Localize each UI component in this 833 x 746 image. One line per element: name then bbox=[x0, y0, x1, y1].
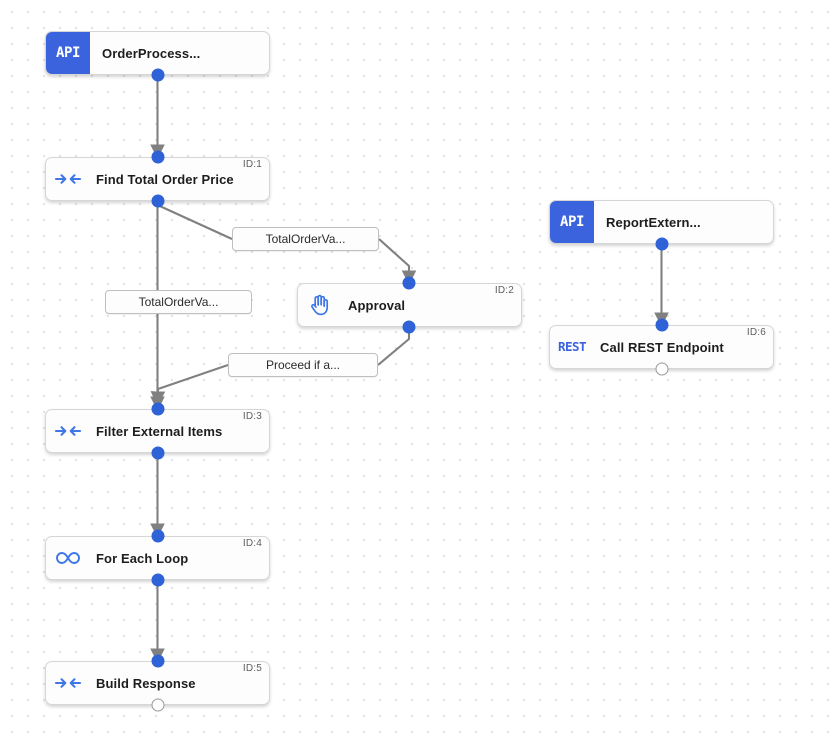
api-badge-icon: API bbox=[46, 32, 90, 74]
merge-arrows-icon bbox=[46, 158, 90, 200]
node-id-label: ID:6 bbox=[746, 327, 766, 338]
node-id-label: ID:5 bbox=[242, 663, 262, 674]
port-out-find-total-order-price[interactable] bbox=[151, 194, 164, 208]
edge-find-total-to-approval bbox=[156, 201, 233, 240]
merge-arrows-glyph bbox=[55, 423, 81, 439]
port-out-for-each-loop[interactable] bbox=[151, 573, 164, 587]
raised-hand-icon bbox=[298, 284, 342, 326]
edge-label-total-order-value-1[interactable]: TotalOrderVa... bbox=[232, 227, 379, 251]
node-title: Build Response bbox=[96, 675, 196, 691]
node-id-label: ID:1 bbox=[242, 159, 262, 170]
port-in-approval[interactable] bbox=[402, 276, 416, 290]
api-badge-text: API bbox=[55, 45, 81, 61]
port-out-filter-external-items[interactable] bbox=[151, 446, 164, 460]
node-id-label: ID:2 bbox=[494, 285, 514, 296]
edge-label-text: Proceed if a... bbox=[265, 358, 341, 372]
edge-label-total-order-value-2[interactable]: TotalOrderVa... bbox=[105, 290, 252, 314]
node-id-label: ID:4 bbox=[242, 538, 262, 549]
node-order-process[interactable]: API OrderProcess... bbox=[45, 31, 270, 75]
infinity-icon bbox=[46, 537, 90, 579]
edge-approval-to-filter bbox=[377, 327, 411, 366]
edge-label-text: TotalOrderVa... bbox=[265, 232, 346, 246]
node-find-total-order-price[interactable]: Find Total Order Price ID:1 bbox=[45, 157, 270, 201]
edge-approval-to-filter-tail bbox=[150, 364, 229, 407]
node-approval[interactable]: Approval ID:2 bbox=[297, 283, 522, 327]
port-out-build-response[interactable] bbox=[151, 698, 164, 712]
merge-arrows-glyph bbox=[55, 171, 81, 187]
edge-label-proceed-if[interactable]: Proceed if a... bbox=[228, 353, 378, 377]
edge-label-text: TotalOrderVa... bbox=[138, 295, 219, 309]
merge-arrows-icon bbox=[46, 410, 90, 452]
node-id-label: ID:3 bbox=[242, 411, 262, 422]
port-in-for-each-loop[interactable] bbox=[151, 529, 164, 543]
node-title: ReportExtern... bbox=[606, 214, 701, 230]
port-out-call-rest-endpoint[interactable] bbox=[655, 362, 668, 376]
node-build-response[interactable]: Build Response ID:5 bbox=[45, 661, 270, 705]
api-badge-icon: API bbox=[550, 201, 594, 243]
node-title: Call REST Endpoint bbox=[600, 339, 724, 355]
raised-hand-glyph bbox=[310, 294, 330, 316]
node-filter-external-items[interactable]: Filter External Items ID:3 bbox=[45, 409, 270, 453]
port-in-find-total-order-price[interactable] bbox=[151, 150, 164, 164]
port-in-call-rest-endpoint[interactable] bbox=[655, 318, 668, 332]
port-out-order-process[interactable] bbox=[151, 68, 164, 82]
rest-badge-text: REST bbox=[557, 338, 587, 354]
node-title: Approval bbox=[348, 297, 406, 313]
merge-arrows-icon bbox=[46, 662, 90, 704]
node-title: Filter External Items bbox=[96, 423, 223, 439]
port-in-filter-external-items[interactable] bbox=[151, 402, 164, 416]
rest-badge-icon: REST bbox=[550, 326, 594, 368]
api-badge-text: API bbox=[559, 214, 585, 230]
node-title: Find Total Order Price bbox=[96, 171, 234, 187]
port-in-build-response[interactable] bbox=[151, 654, 164, 668]
port-out-report-external[interactable] bbox=[655, 237, 668, 251]
merge-arrows-glyph bbox=[55, 675, 81, 691]
node-title: OrderProcess... bbox=[102, 45, 201, 61]
node-title: For Each Loop bbox=[96, 550, 189, 566]
port-out-approval[interactable] bbox=[402, 320, 416, 334]
infinity-glyph bbox=[55, 550, 81, 566]
edge-find-total-to-approval-tail bbox=[378, 238, 417, 286]
node-call-rest-endpoint[interactable]: REST Call REST Endpoint ID:6 bbox=[549, 325, 774, 369]
